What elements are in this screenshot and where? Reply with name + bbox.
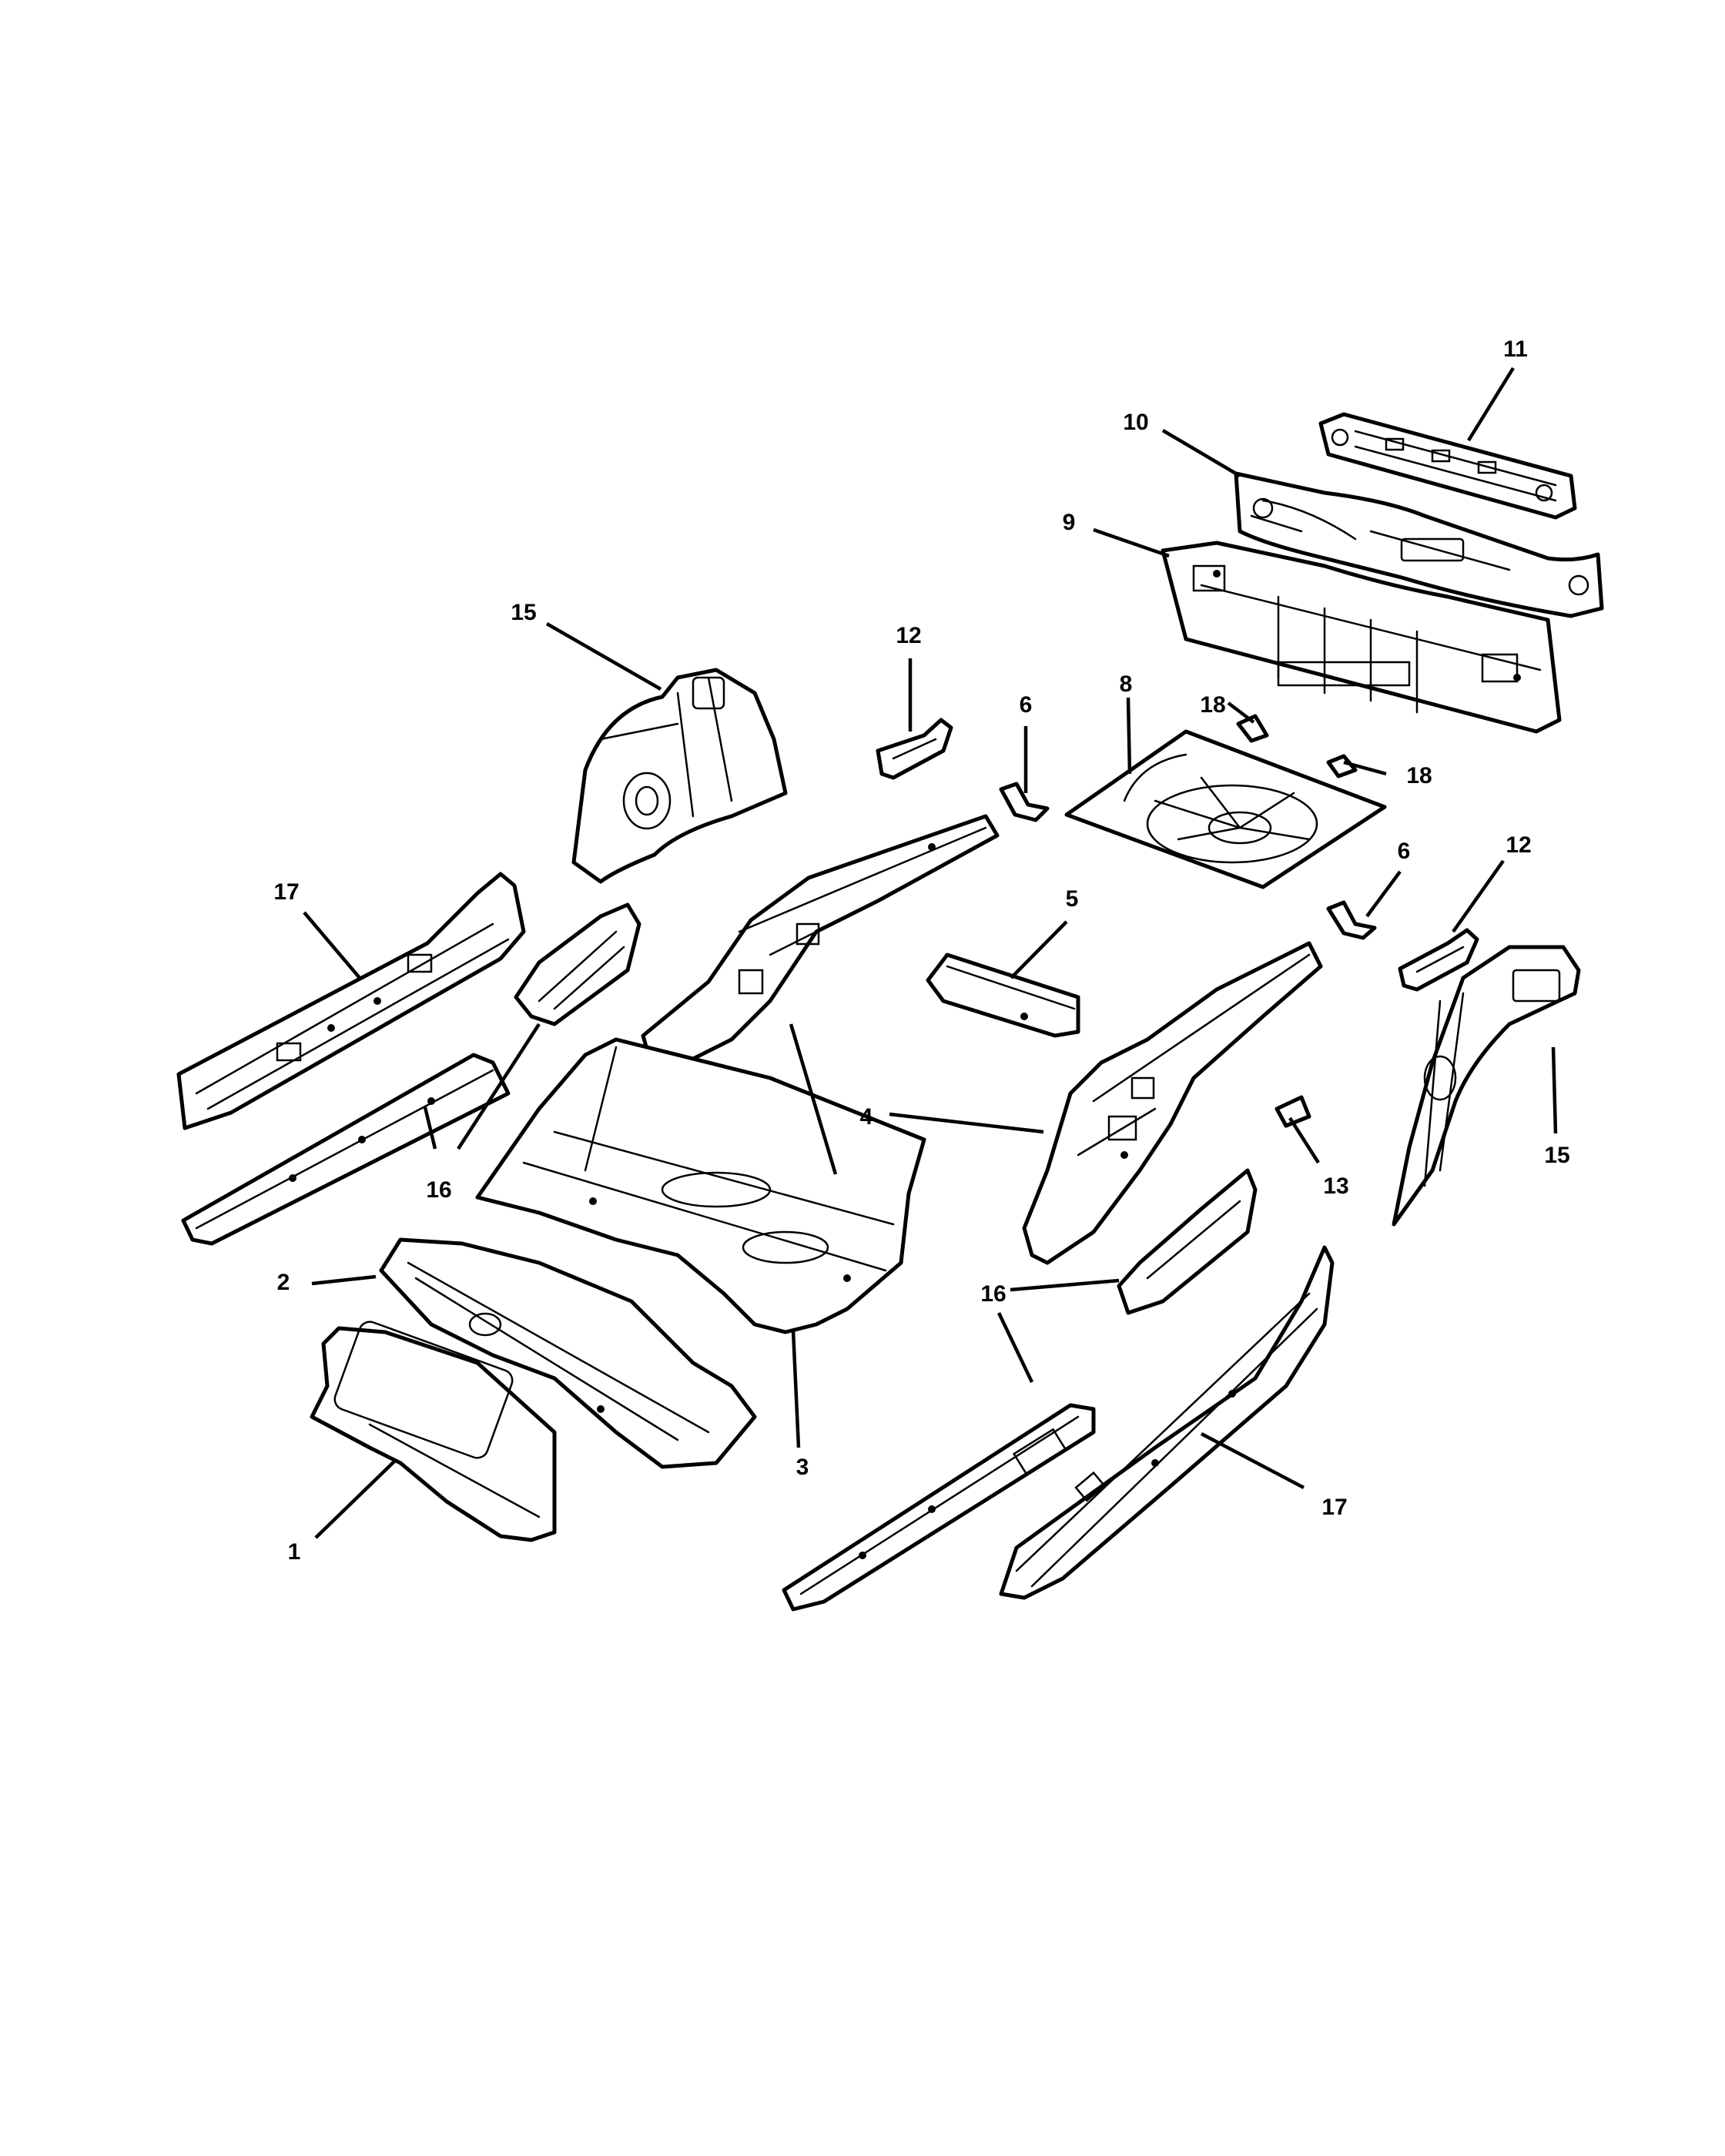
part-16-rail-left[interactable] bbox=[181, 1053, 511, 1246]
leader-lines bbox=[303, 367, 1558, 1539]
callout-15b: 15 bbox=[1544, 1143, 1569, 1168]
callout-4a: 4 bbox=[860, 1104, 873, 1130]
part-12-bracket-left[interactable] bbox=[876, 718, 953, 780]
callout-17b: 17 bbox=[1321, 1495, 1347, 1520]
part-12-bracket-right[interactable] bbox=[1398, 928, 1479, 992]
leader-17a bbox=[303, 911, 361, 979]
part-16-gusset-right[interactable] bbox=[1117, 1168, 1258, 1315]
callout-17a: 17 bbox=[273, 879, 299, 905]
leader-16a bbox=[423, 1106, 437, 1150]
callout-15a: 15 bbox=[511, 600, 536, 625]
callout-5: 5 bbox=[1066, 886, 1079, 912]
callout-12b: 12 bbox=[1506, 832, 1531, 858]
part-15-wheelhouse-right[interactable] bbox=[1392, 945, 1581, 1227]
part-13-bracket[interactable] bbox=[1274, 1095, 1311, 1128]
callout-9: 9 bbox=[1063, 510, 1076, 535]
leader-13 bbox=[1288, 1116, 1320, 1164]
leader-15b bbox=[1551, 1046, 1558, 1134]
leader-15a bbox=[545, 622, 662, 691]
leader-17b bbox=[1200, 1432, 1305, 1489]
leader-16b bbox=[457, 1023, 541, 1150]
leader-4a bbox=[789, 1023, 838, 1175]
part-2-center-floor-pan[interactable] bbox=[379, 1237, 757, 1469]
part-15-wheelhouse-left[interactable] bbox=[571, 668, 788, 884]
part-10-closure-panel[interactable] bbox=[1234, 471, 1604, 618]
part-4-rear-rail-lower[interactable] bbox=[1022, 941, 1323, 1265]
leader-18b bbox=[1343, 760, 1387, 776]
callout-6a: 6 bbox=[1020, 692, 1033, 718]
leader-12b bbox=[1452, 859, 1505, 933]
part-16-rail-right[interactable] bbox=[782, 1403, 1096, 1612]
leader-2 bbox=[311, 1274, 377, 1286]
part-3-rear-floor-pan[interactable] bbox=[475, 1037, 926, 1334]
callout-2: 2 bbox=[277, 1270, 290, 1295]
callout-10: 10 bbox=[1123, 410, 1148, 435]
callout-12a: 12 bbox=[896, 623, 921, 648]
part-6-bracket-upper[interactable] bbox=[999, 782, 1050, 822]
part-8-spare-tire-floor[interactable] bbox=[1064, 729, 1387, 889]
callout-6b: 6 bbox=[1398, 839, 1411, 864]
part-11-rear-crossmember[interactable] bbox=[1318, 412, 1577, 520]
callout-8: 8 bbox=[1120, 671, 1133, 697]
part-4-rear-rail-upper[interactable] bbox=[641, 814, 1000, 1069]
leader-11 bbox=[1467, 367, 1515, 442]
part-17-sill-left[interactable] bbox=[176, 872, 526, 1130]
callout-labels: 1 2 3 4 4 5 6 6 8 9 10 11 12 12 13 15 15… bbox=[273, 336, 1569, 1565]
leader-6b bbox=[1365, 870, 1402, 918]
part-17-sill-right[interactable] bbox=[999, 1245, 1335, 1600]
part-6-bracket-lower[interactable] bbox=[1326, 900, 1377, 940]
leader-18a bbox=[1227, 701, 1255, 724]
leader-16d bbox=[996, 1312, 1034, 1383]
part-18-bracket-lower[interactable] bbox=[1326, 754, 1358, 778]
callout-3: 3 bbox=[796, 1455, 809, 1480]
leader-8 bbox=[1126, 697, 1132, 775]
leader-5 bbox=[1010, 920, 1068, 979]
leader-3 bbox=[791, 1330, 801, 1448]
callout-18a: 18 bbox=[1200, 692, 1225, 718]
callout-13: 13 bbox=[1323, 1173, 1348, 1199]
part-5-crossmember[interactable] bbox=[926, 952, 1080, 1038]
callout-16b: 16 bbox=[980, 1281, 1006, 1307]
leader-4b bbox=[889, 1112, 1044, 1134]
leader-10 bbox=[1161, 429, 1241, 477]
leader-16c bbox=[1010, 1278, 1120, 1292]
leader-1 bbox=[314, 1460, 396, 1539]
callout-1: 1 bbox=[288, 1539, 301, 1565]
callout-18b: 18 bbox=[1406, 763, 1432, 788]
part-16-gusset-left[interactable] bbox=[514, 902, 641, 1026]
part-9-rear-panel[interactable] bbox=[1161, 541, 1562, 734]
part-1-front-floor-pan[interactable] bbox=[310, 1319, 557, 1542]
callout-11: 11 bbox=[1503, 336, 1528, 362]
leader-9 bbox=[1093, 527, 1170, 558]
callout-16a: 16 bbox=[426, 1177, 451, 1203]
